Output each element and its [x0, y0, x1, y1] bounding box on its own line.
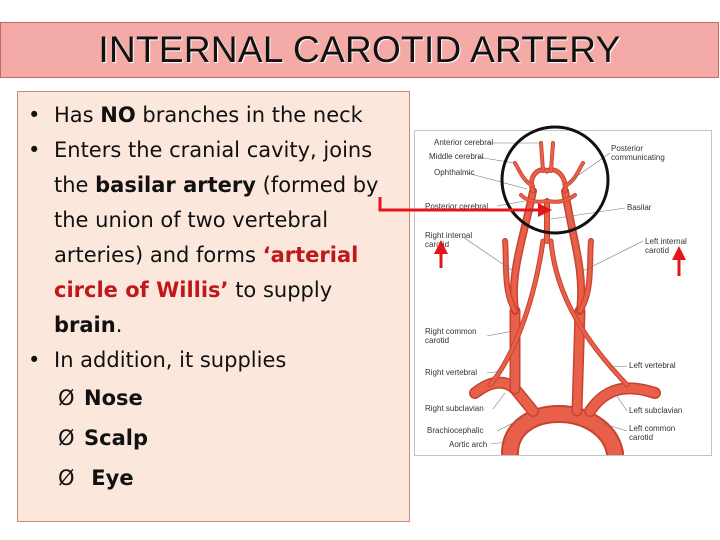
sub-item-eye: Ø Eye [28, 458, 403, 498]
bullet-text: Has [54, 103, 101, 127]
bullet-list: Has NO branches in the neck Enters the c… [28, 98, 403, 498]
bullet-text: to supply [228, 278, 333, 302]
sub-item-label: Scalp [84, 426, 148, 450]
label-anterior-cerebral: Anterior cerebral [434, 138, 494, 147]
label-posterior-cerebral: Posterior cerebral [425, 202, 489, 211]
artery-diagram: Anterior cerebral Middle cerebral Ophtha… [414, 130, 712, 456]
sub-item-scalp: Ø Scalp [28, 418, 403, 458]
label-left-subclavian: Left subclavian [629, 406, 683, 415]
bullet-no-branches: Has NO branches in the neck [28, 98, 403, 133]
bullet-bold: NO [100, 103, 136, 127]
sub-item-nose: Ø Nose [28, 378, 403, 418]
bullet-cranial-cavity: Enters the cranial cavity, joins the bas… [28, 133, 403, 343]
arrow-bullet-icon: Ø [58, 386, 75, 410]
bullet-text: branches in the neck [135, 103, 363, 127]
title-bar: INTERNAL CAROTID ARTERY [0, 22, 719, 78]
arrow-bullet-icon: Ø [58, 466, 75, 490]
bullet-bold: basilar artery [95, 173, 256, 197]
label-right-common-carotid: Right common carotid [425, 327, 477, 345]
label-posterior-communicating: Posterior communicating [611, 144, 665, 162]
slide-title: INTERNAL CAROTID ARTERY [98, 29, 621, 70]
text-panel: Has NO branches in the neck Enters the c… [17, 91, 410, 522]
arrow-bullet-icon: Ø [58, 426, 75, 450]
label-basilar: Basilar [627, 203, 652, 212]
label-brachiocephalic: Brachiocephalic [427, 426, 484, 435]
label-left-common-carotid: Left common carotid [629, 424, 676, 442]
label-right-vertebral: Right vertebral [425, 368, 478, 377]
bullet-text: (formed by the union of two vertebral ar… [54, 173, 379, 267]
artery-illustration [462, 141, 661, 455]
sub-item-label: Eye [84, 466, 134, 490]
label-right-subclavian: Right subclavian [425, 404, 484, 413]
label-right-internal-carotid: Right internal carotid [425, 231, 473, 249]
label-ophthalmic: Ophthalmic [434, 168, 475, 177]
label-middle-cerebral: Middle cerebral [429, 152, 484, 161]
circle-of-willis-text: ‘arterial circle of Willis’ [54, 243, 359, 302]
bullet-text: . [115, 313, 123, 337]
label-left-internal-carotid: Left internal carotid [645, 237, 687, 255]
bullet-supplies: In addition, it supplies [28, 343, 403, 378]
sub-item-label: Nose [84, 386, 143, 410]
bullet-text: Enters the cranial cavity, joins the [54, 138, 373, 197]
label-left-vertebral: Left vertebral [629, 361, 676, 370]
label-aortic-arch: Aortic arch [449, 440, 488, 449]
bullet-bold: brain [54, 313, 116, 337]
